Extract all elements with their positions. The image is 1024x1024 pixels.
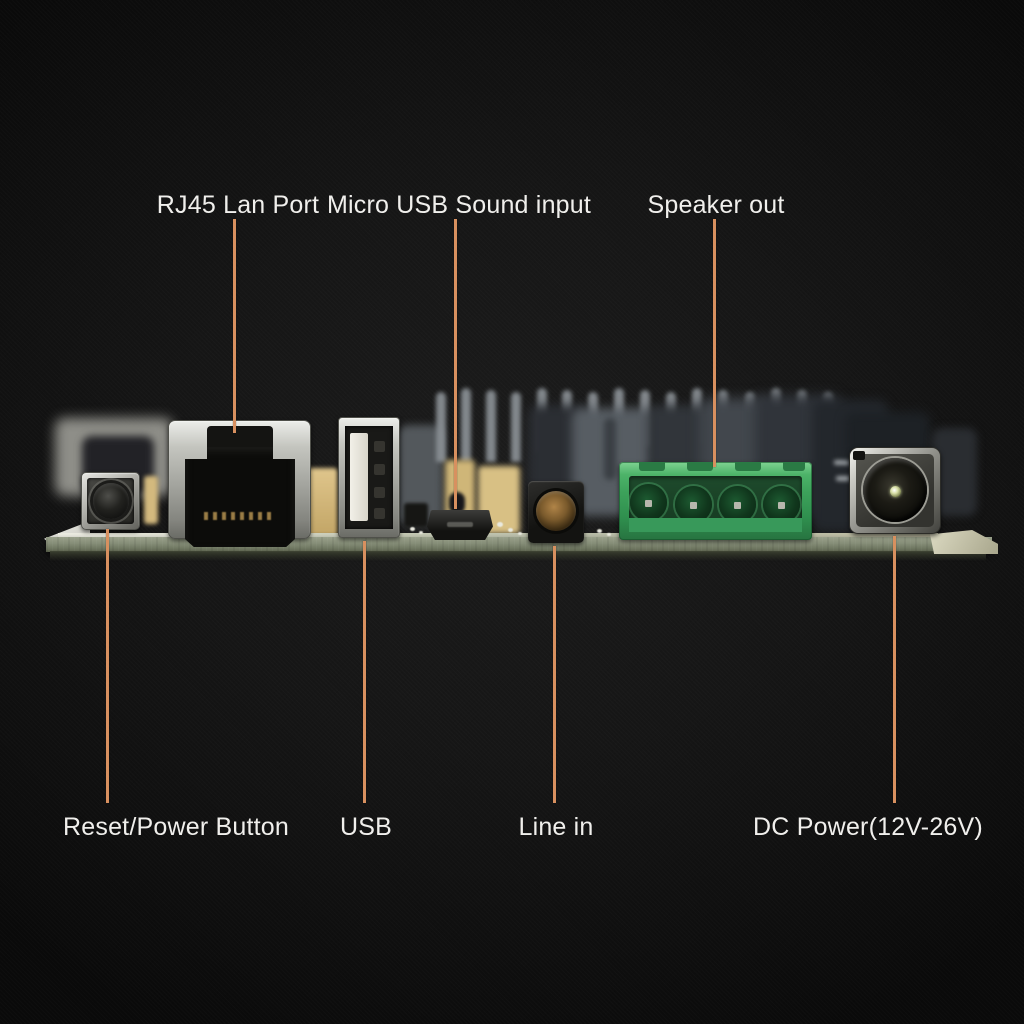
label-usb: USB: [339, 813, 393, 841]
dc-jack-corner-mark: [853, 451, 865, 460]
leader-line-rj45: [233, 219, 236, 433]
dc-power-jack: [849, 447, 941, 534]
rj45-opening: [185, 447, 295, 547]
leader-line-dc-power: [893, 536, 896, 803]
heatsink-fin-icon: [511, 392, 521, 462]
blurred-capacitor-slot: [604, 418, 616, 480]
label-line-in: Line in: [518, 813, 594, 841]
terminal-pin-icon: [778, 502, 785, 509]
solder-speck: [607, 533, 611, 536]
label-dc-power: DC Power(12V-26V): [753, 813, 983, 841]
micro-usb-port: [427, 510, 493, 540]
usb-a-port: [338, 417, 400, 538]
capacitor-label-mark: [836, 476, 850, 481]
rj45-gold-pins: [204, 512, 276, 520]
label-speaker-out: Speaker out: [647, 191, 785, 219]
dc-jack-center-pin-icon: [890, 486, 901, 497]
terminal-notch: [783, 462, 805, 471]
heatsink-fin-icon: [486, 390, 496, 462]
blurred-yellow-header: [144, 476, 158, 524]
usb-contact: [374, 441, 385, 452]
solder-speck: [410, 527, 415, 531]
terminal-pin-icon: [690, 502, 697, 509]
blurred-component: [404, 503, 428, 527]
capacitor-label-mark: [834, 460, 850, 465]
leader-line-usb: [363, 541, 366, 803]
terminal-notch: [735, 462, 761, 471]
micro-usb-text-mark: [447, 522, 473, 527]
label-micro-usb-sound-input: Micro USB Sound input: [326, 191, 592, 219]
blurred-component: [449, 492, 465, 514]
leader-line-speaker: [713, 219, 716, 467]
terminal-pin-icon: [645, 500, 652, 507]
solder-speck: [518, 532, 522, 535]
pcb-bottom-shadow: [50, 551, 986, 561]
leader-line-line-in: [553, 546, 556, 803]
heatsink-fin-icon: [436, 392, 446, 462]
line-in-jack: [528, 481, 584, 543]
button-plunger-icon: [93, 483, 129, 519]
heatsink-fin-icon: [461, 388, 471, 462]
terminal-notch: [639, 462, 665, 471]
solder-speck: [508, 528, 513, 532]
reset-power-button: [81, 472, 140, 530]
leader-line-micro-usb: [454, 219, 457, 509]
usb-contact: [374, 464, 385, 475]
label-rj45-lan-port: RJ45 Lan Port: [156, 191, 320, 219]
solder-speck: [497, 522, 503, 527]
rj45-port: [168, 420, 311, 547]
solder-speck: [419, 531, 423, 534]
terminal-pin-icon: [734, 502, 741, 509]
label-reset-power-button: Reset/Power Button: [63, 813, 289, 841]
speaker-terminal-block: [619, 462, 812, 540]
terminal-notch: [687, 462, 713, 471]
pcb-top-edge-highlight: [58, 533, 938, 537]
leader-line-reset: [106, 529, 109, 803]
usb-contact: [374, 487, 385, 498]
usb-tongue: [350, 433, 368, 521]
line-in-hole-icon: [536, 491, 576, 531]
usb-contact: [374, 508, 385, 519]
terminal-scallop-rim: [629, 518, 802, 532]
solder-speck: [597, 529, 602, 533]
